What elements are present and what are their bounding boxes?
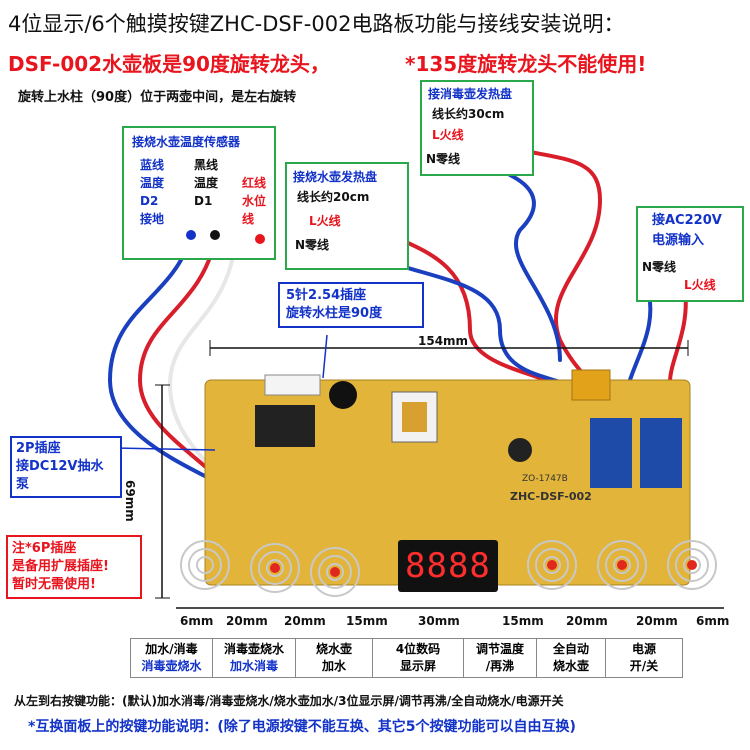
note-6p-line3: 暂时无需使用! [12,577,96,592]
subtitle-135-warning: *135度旋转龙头不能使用! [405,52,647,76]
disinfect-heater-live: L火线 [432,128,464,142]
red-wire-labels: 红线 水位 线 [242,176,267,226]
disinfect-heater-neutral: N零线 [426,152,461,166]
power-neutral: N零线 [642,260,677,274]
blue-wire-labels: 蓝线 温度 D2 接地 [140,158,165,226]
note-6p-line2: 是备用扩展插座! [12,559,109,574]
footer-swap-note: *互换面板上的按键功能说明：(除了电源按键不能互换、其它5个按键功能可以自由互换… [28,719,576,735]
socket-5pin-line2: 旋转水柱是90度 [286,306,383,321]
spacing-label: 20mm [566,614,608,628]
power-title-1: 接AC220V [652,213,722,228]
pcb-model-label: ZHC-DSF-002 [510,490,592,503]
pump-socket-line1: 2P插座 [16,441,61,456]
disinfect-heater-box: 接消毒壶发热盘 线长约30cm L火线 N零线 [420,80,534,176]
sensor-title: 接烧水壶温度传感器 [132,135,241,149]
rotation-note: 旋转上水柱（90度）位于两壶中间，是左右旋转 [18,90,297,105]
spacing-label: 15mm [346,614,388,628]
socket-5pin-line1: 5针2.54插座 [286,288,367,303]
kettle-heater-box: 接烧水壶发热盘 线长约20cm L火线 N零线 [285,162,409,270]
digit-display: 8888 [405,546,491,586]
disinfect-heater-length: 线长约30cm [432,107,505,121]
function-cell-2: 消毒壶烧水加水消毒 [212,638,296,678]
function-cell-1: 加水/消毒消毒壶烧水 [130,638,213,678]
spacing-label: 20mm [284,614,326,628]
function-cell-4: 4位数码显示屏 [372,638,464,678]
blue-wire-dot [186,230,196,240]
width-dimension: 154mm [418,334,469,348]
spacing-label: 6mm [696,614,730,628]
subtitle-90-degree: DSF-002水壶板是90度旋转龙头， [8,52,330,76]
button-function-table: 加水/消毒消毒壶烧水 消毒壶烧水加水消毒 烧水壶加水 4位数码显示屏 调节温度/… [130,638,683,678]
spacing-label: 20mm [636,614,678,628]
footer-button-order: 从左到右按键功能：(默认)加水消毒/消毒壶烧水/烧水壶加水/3位显示屏/调节再沸… [14,694,564,708]
function-cell-7: 电源开/关 [605,638,683,678]
kettle-heater-title: 接烧水壶发热盘 [293,170,378,184]
sensor-box: 接烧水壶温度传感器 蓝线 温度 D2 接地 黑线 温度 D1 红线 水位 线 [122,126,276,260]
black-wire-dot [210,230,220,240]
pcb-code-label: ZO-1747B [522,474,568,484]
power-input-box: 接AC220V 电源输入 N零线 L火线 [636,206,744,302]
function-cell-3: 烧水壶加水 [295,638,373,678]
spacing-label: 30mm [418,614,460,628]
power-live: L火线 [684,278,716,292]
black-wire-labels: 黑线 温度 D1 [194,158,219,208]
pump-socket-box: 2P插座 接DC12V抽水泵 [10,436,122,498]
socket-5pin-box: 5针2.54插座 旋转水柱是90度 [278,282,424,328]
spacing-label: 20mm [226,614,268,628]
note-6p-box: 注*6P插座 是备用扩展插座! 暂时无需使用! [6,535,142,599]
function-cell-5: 调节温度/再沸 [463,638,537,678]
power-title-2: 电源输入 [652,233,705,248]
red-wire-dot [255,234,265,244]
disinfect-heater-title: 接消毒壶发热盘 [428,87,513,101]
spacing-label: 6mm [180,614,214,628]
kettle-heater-live: L火线 [309,214,341,228]
kettle-heater-length: 线长约20cm [297,190,370,204]
pump-socket-line2: 接DC12V抽水泵 [16,459,104,492]
spacing-label: 15mm [502,614,544,628]
kettle-heater-neutral: N零线 [295,238,330,252]
page-title: 4位显示/6个触摸按键ZHC-DSF-002电路板功能与接线安装说明： [8,12,625,36]
note-6p-line1: 注*6P插座 [12,541,77,556]
function-cell-6: 全自动烧水壶 [536,638,606,678]
height-dimension: 69mm [123,480,137,522]
